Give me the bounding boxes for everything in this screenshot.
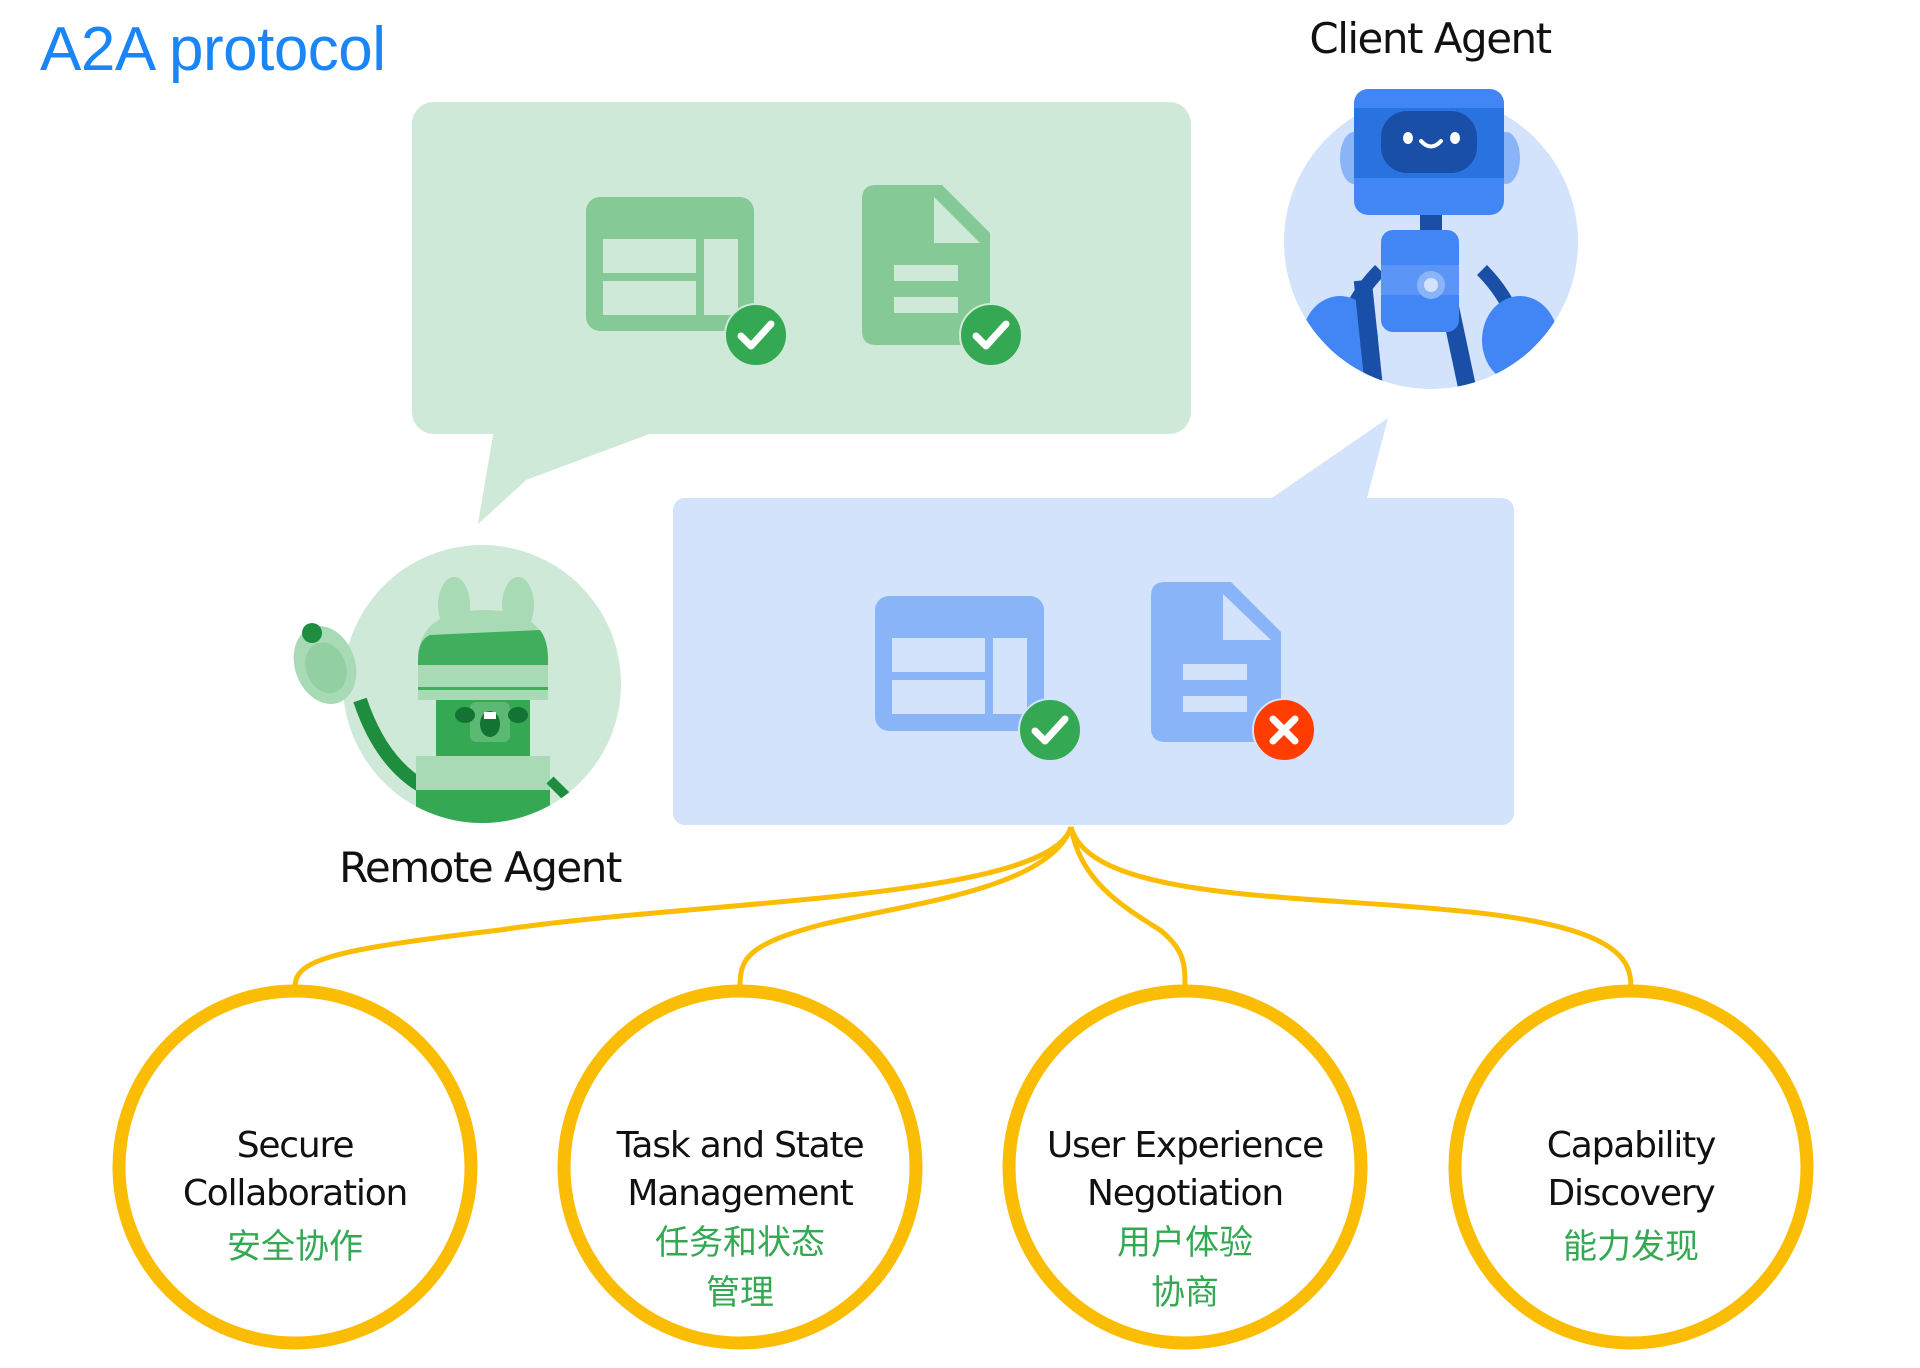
capability-title-line: Secure [236, 1125, 355, 1166]
check-badge [959, 303, 1023, 367]
document-icon [862, 185, 990, 345]
capability-title-line: Capability [1546, 1125, 1717, 1166]
client-agent-message-bubble [673, 418, 1514, 825]
check-badge [1018, 698, 1082, 762]
capability-task-state-management: Task and State Management 任务和状态 管理 [575, 1122, 905, 1318]
capability-title-line: Discovery [1547, 1173, 1715, 1214]
capability-title-line: Management [627, 1173, 853, 1214]
capability-secure-collaboration: Secure Collaboration 安全协作 [130, 1122, 460, 1272]
capability-title-zh: 协商 [1151, 1273, 1219, 1313]
capability-user-experience-negotiation: User Experience Negotiation 用户体验 协商 [1020, 1122, 1350, 1318]
check-icon [1031, 715, 1069, 745]
connector-user-experience [1068, 826, 1188, 988]
remote-agent-label: Remote Agent [339, 843, 622, 892]
capability-title-line: Negotiation [1087, 1173, 1284, 1214]
document-icon [1151, 582, 1281, 742]
capability-title-line: User Experience [1046, 1125, 1324, 1166]
capability-title-zh: 任务和状态 [655, 1223, 825, 1263]
capability-circle-task-state [557, 984, 923, 1350]
remote-agent-message-bubble [412, 102, 1191, 524]
table-layout-icon [875, 596, 1044, 731]
capability-title-line: Collaboration [182, 1173, 409, 1214]
client-agent-label: Client Agent [1309, 14, 1552, 63]
capability-title-zh: 用户体验 [1117, 1223, 1253, 1263]
check-icon [737, 320, 775, 350]
table-layout-icon [586, 197, 754, 331]
capability-discovery: Capability Discovery 能力发现 [1466, 1122, 1796, 1272]
check-badge [724, 303, 788, 367]
error-badge [1252, 698, 1316, 762]
client-agent-avatar [1284, 89, 1578, 389]
connectors [292, 826, 1634, 988]
capability-circle-user-experience [1002, 984, 1368, 1350]
check-icon [972, 320, 1010, 350]
capability-title-zh: 安全协作 [227, 1227, 363, 1267]
capability-title-zh: 管理 [706, 1273, 774, 1313]
capability-circles [112, 984, 1814, 1350]
connector-secure-collaboration [292, 826, 1074, 988]
capability-circle-capability-discovery [1448, 984, 1814, 1350]
connector-task-state [737, 826, 1074, 988]
page-title: A2A protocol [40, 15, 386, 84]
connector-capability-discovery [1068, 826, 1634, 988]
capability-circle-secure-collaboration [112, 984, 478, 1350]
capability-title-zh: 能力发现 [1563, 1227, 1699, 1267]
capability-title-line: Task and State [616, 1125, 865, 1166]
remote-agent-avatar [293, 545, 621, 823]
close-icon [1269, 715, 1299, 745]
